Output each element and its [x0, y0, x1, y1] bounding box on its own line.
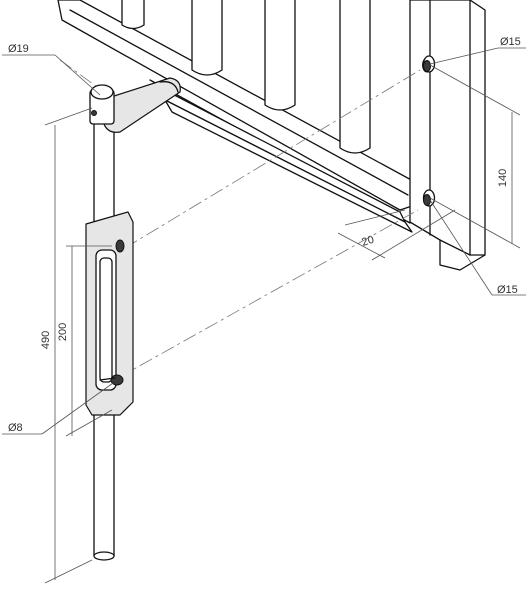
- dim-rod-diameter: Ø19: [8, 43, 29, 55]
- dimension-annotations: Ø15 Ø15 140 20 Ø19 490 200 Ø8: [2, 36, 526, 584]
- dim-bottom-hole: Ø15: [497, 284, 518, 296]
- bracket-slot: [95, 249, 117, 391]
- projection-lines: [59, 59, 421, 379]
- dim-bracket-length: 200: [57, 323, 69, 341]
- upper-pin: [115, 239, 125, 253]
- dim-overall-length: 490: [40, 331, 52, 349]
- dim-edge-offset: 20: [360, 234, 375, 249]
- dim-hole-spacing: 140: [497, 169, 509, 187]
- gate-frame: [57, 0, 486, 271]
- dim-pin-diameter: Ø8: [8, 422, 23, 434]
- dim-top-hole: Ø15: [500, 36, 521, 48]
- latch-rod-assembly: [85, 77, 181, 561]
- latch-handle: [103, 77, 181, 133]
- gate-rail-lower-face: [164, 99, 413, 233]
- gate-balusters: [121, 0, 371, 154]
